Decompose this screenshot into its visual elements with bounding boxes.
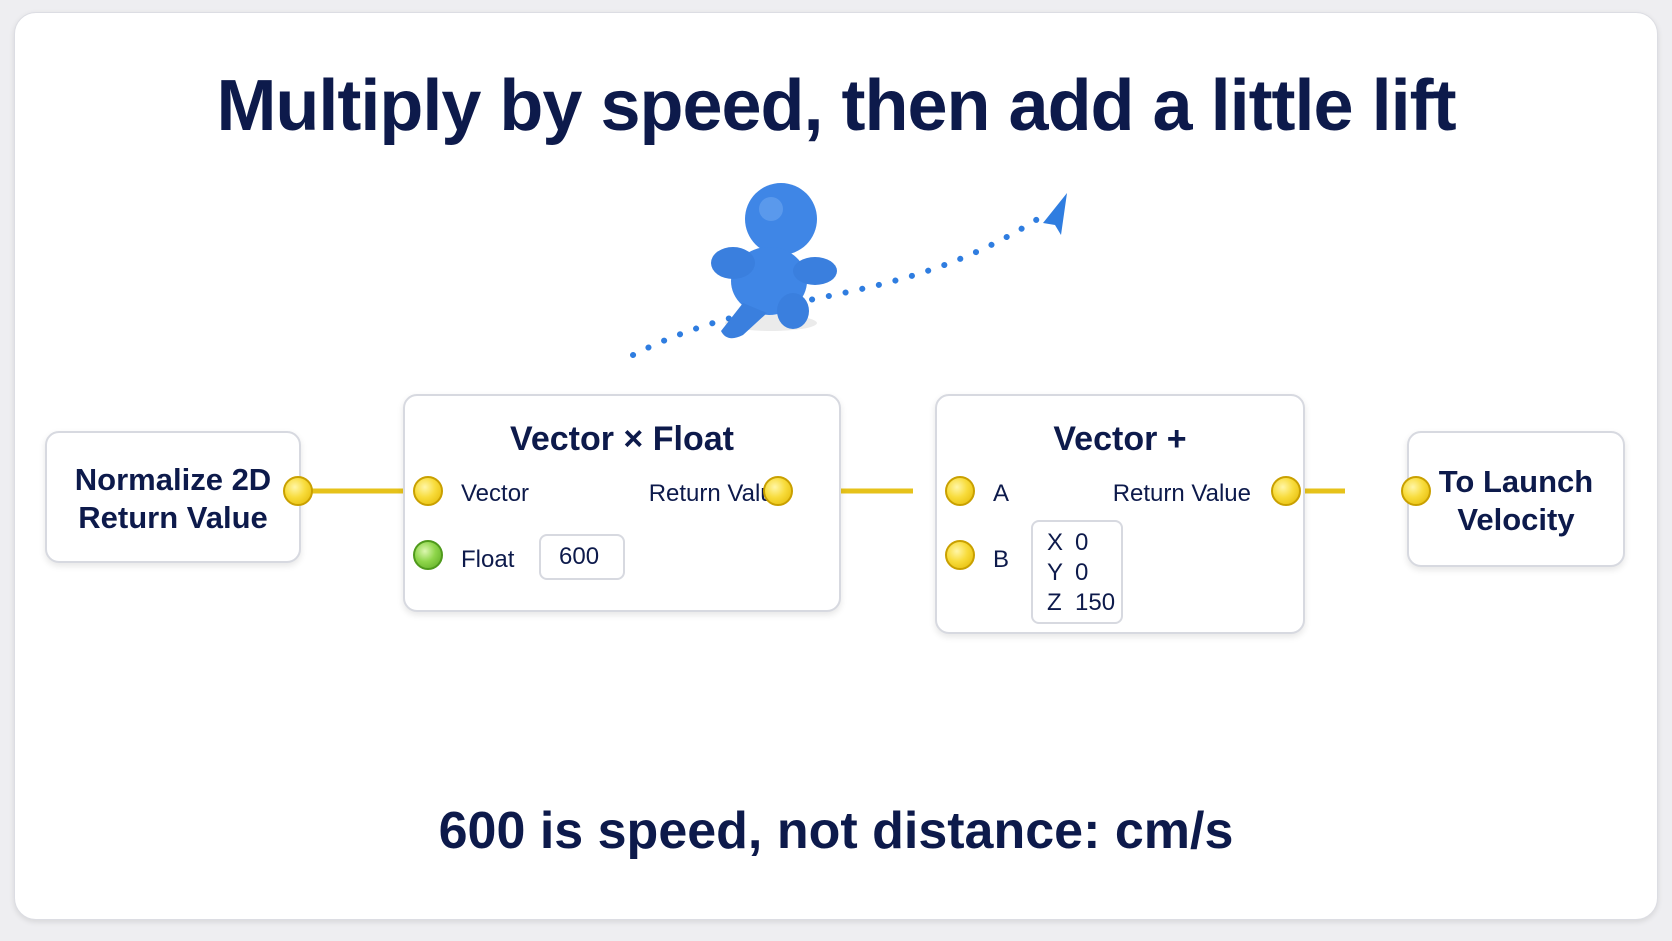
b-z-row: Z 150: [1047, 588, 1115, 618]
normalize-2d-node[interactable]: Normalize 2D Return Value: [45, 431, 301, 563]
normalize-line-2: Return Value: [78, 500, 268, 535]
launch-line-1: To Launch: [1438, 464, 1594, 499]
vector-times-float-node[interactable]: Vector × Float Vector Return Value Float…: [403, 394, 841, 612]
launch-line-2: Velocity: [1457, 502, 1575, 537]
b-x-axis-label: X: [1047, 529, 1064, 556]
b-x-value[interactable]: 0: [1075, 529, 1089, 556]
multiply-float-label: Float: [461, 546, 515, 573]
launch-input-pin[interactable]: [1401, 476, 1431, 506]
slide-canvas: Multiply by speed, then add a little lif…: [14, 12, 1658, 920]
running-character-icon: [711, 183, 837, 339]
launch-velocity-node[interactable]: To Launch Velocity: [1407, 431, 1625, 567]
b-z-axis-label: Z: [1047, 589, 1062, 616]
b-y-axis-label: Y: [1047, 559, 1064, 586]
add-b-label: B: [993, 546, 1010, 573]
multiply-node-title: Vector × Float: [510, 420, 734, 458]
b-z-value[interactable]: 150: [1075, 589, 1116, 616]
multiply-float-input-pin[interactable]: [413, 540, 443, 570]
add-return-label: Return Value: [1112, 480, 1251, 507]
multiply-vector-label: Vector: [461, 480, 530, 507]
add-b-input-pin[interactable]: [945, 540, 975, 570]
add-node-title: Vector +: [1053, 420, 1187, 458]
graph-canvas: [298, 183, 1345, 494]
speed-caption: 600 is speed, not distance: cm/s: [438, 802, 1234, 860]
add-return-output-pin[interactable]: [1271, 476, 1301, 506]
page-title: Multiply by speed, then add a little lif…: [216, 66, 1456, 146]
float-value-input[interactable]: 600: [539, 534, 625, 580]
normalize-line-1: Normalize 2D: [74, 462, 272, 497]
trajectory-arrowhead-icon: [1043, 193, 1067, 235]
add-a-label: A: [993, 480, 1010, 507]
add-a-input-pin[interactable]: [945, 476, 975, 506]
b-y-value[interactable]: 0: [1075, 559, 1089, 586]
multiply-return-output-pin[interactable]: [763, 476, 793, 506]
multiply-vector-input-pin[interactable]: [413, 476, 443, 506]
trajectory-arc-icon: [630, 210, 1050, 358]
normalize-output-pin[interactable]: [283, 476, 313, 506]
